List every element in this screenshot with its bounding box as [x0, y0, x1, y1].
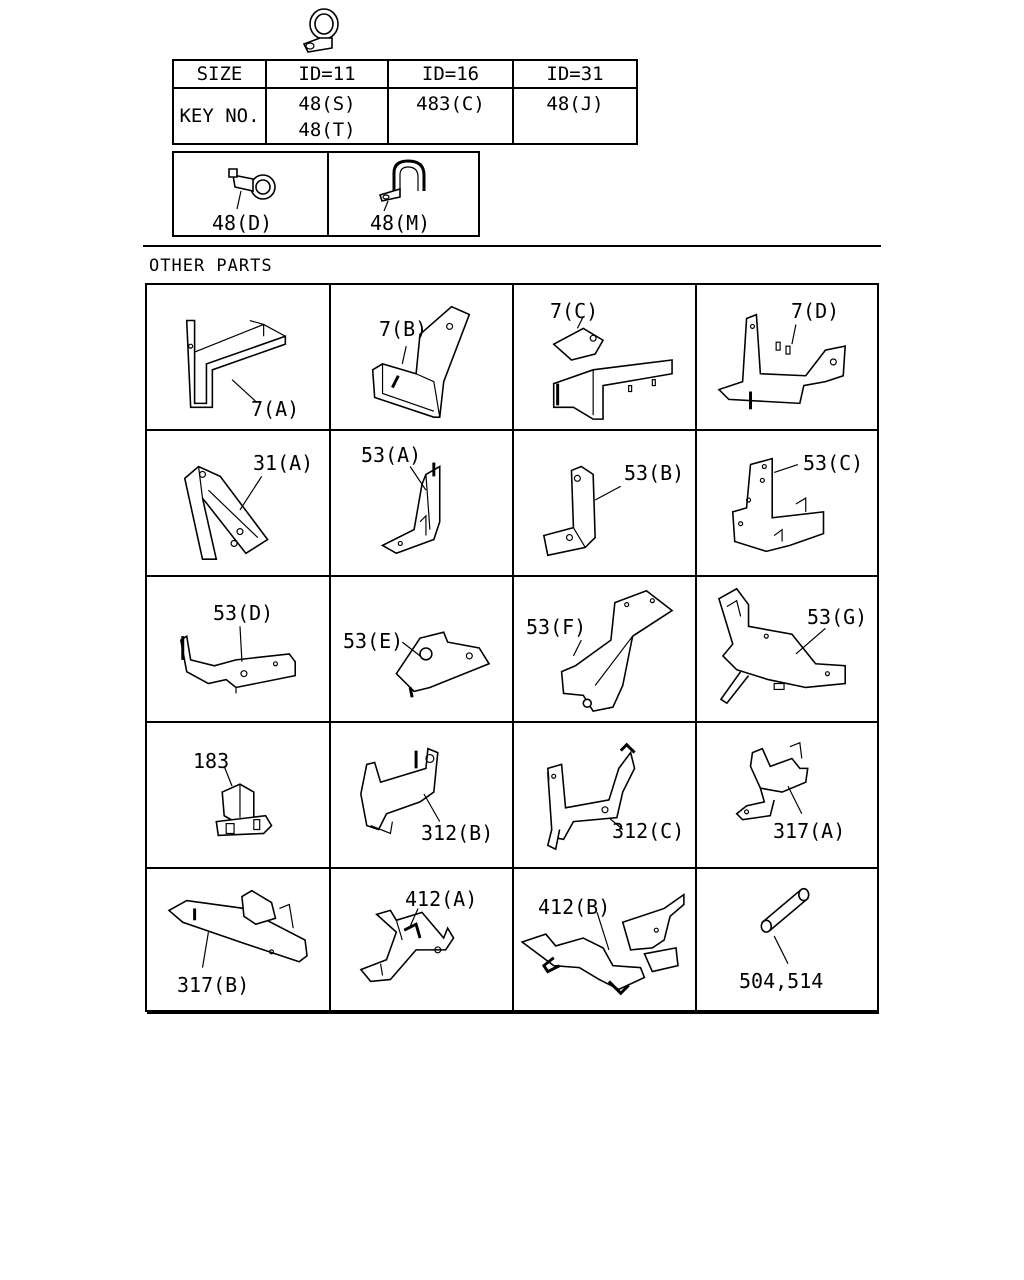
- id31-header: ID=31: [512, 59, 638, 89]
- part-label-412b: 412(B): [538, 895, 611, 919]
- clip-box-divider: [327, 153, 329, 235]
- part-cell-53f: 53(F): [514, 577, 697, 723]
- section-title: OTHER PARTS: [149, 256, 273, 276]
- bracket-53f-icon: [560, 589, 674, 713]
- other-parts-grid: 7(A) 7(B) 7(C): [145, 283, 879, 1014]
- part-label-412a: 412(A): [405, 887, 478, 911]
- clamp-icon: [302, 8, 339, 53]
- bracket-53e-icon: [395, 631, 491, 698]
- part-cell-7a: 7(A): [147, 285, 331, 431]
- clamp-size-table: SIZE ID=11 ID=16 ID=31 KEY NO. 48(S) 48(…: [172, 59, 638, 145]
- bracket-317a-icon: [735, 741, 809, 821]
- key-48t: 48(T): [298, 119, 356, 141]
- part-label-7b: 7(B): [379, 317, 428, 341]
- part-cell-53e: 53(E): [331, 577, 514, 723]
- bracket-312c-icon: [546, 742, 636, 851]
- clip-d-icon: [228, 168, 276, 210]
- bracket-53b-icon: [542, 465, 622, 557]
- part-label-53b: 53(B): [624, 461, 685, 485]
- part-label-53f: 53(F): [526, 615, 587, 639]
- part-cell-312c: 312(C): [514, 723, 697, 869]
- part-cell-53c: 53(C): [697, 431, 879, 577]
- pipe-504-514-icon: [760, 887, 810, 964]
- clip-m-icon: [378, 159, 426, 212]
- bracket-412b-icon: [520, 893, 685, 996]
- bracket-7d-icon: [717, 313, 847, 410]
- part-cell-53b: 53(B): [514, 431, 697, 577]
- clip-box: 48(D) 48(M): [172, 151, 480, 237]
- bracket-31a-icon: [183, 465, 269, 561]
- id11-header: ID=11: [265, 59, 389, 89]
- part-label-7a: 7(A): [251, 397, 300, 421]
- clip-183-icon: [215, 766, 273, 837]
- part-cell-312b: 312(B): [331, 723, 514, 869]
- bracket-53c-icon: [731, 457, 825, 553]
- bracket-312b-icon: [360, 747, 441, 835]
- part-label-53a: 53(A): [361, 443, 422, 467]
- bracket-53g-icon: [718, 587, 846, 705]
- bracket-7a-icon: [185, 319, 287, 409]
- id16-header: ID=16: [387, 59, 514, 89]
- id11-cell: 48(S) 48(T): [265, 87, 389, 145]
- part-label-53d: 53(D): [213, 601, 274, 625]
- part-cell-53a: 53(A): [331, 431, 514, 577]
- key-483c: 483(C): [416, 93, 485, 115]
- part-cell-53g: 53(G): [697, 577, 879, 723]
- id16-cell: 483(C): [387, 87, 514, 145]
- part-label-317b: 317(B): [177, 973, 250, 997]
- key-no-label: KEY NO.: [172, 87, 267, 145]
- bracket-53d-icon: [179, 626, 296, 694]
- clip-d-label: 48(D): [212, 211, 273, 235]
- part-cell-183: 183: [147, 723, 331, 869]
- part-cell-412a: 412(A): [331, 869, 514, 1014]
- bracket-7b-icon: [371, 305, 471, 418]
- part-label-7d: 7(D): [791, 299, 840, 323]
- section-divider: [143, 245, 881, 247]
- part-label-317a: 317(A): [773, 819, 846, 843]
- part-label-312b: 312(B): [421, 821, 494, 845]
- key-48s: 48(S): [298, 93, 356, 115]
- part-label-183: 183: [193, 749, 230, 773]
- part-label-504-514: 504,514: [739, 969, 824, 993]
- size-header: SIZE: [172, 59, 267, 89]
- id31-cell: 48(J): [512, 87, 638, 145]
- part-cell-504-514: 504,514: [697, 869, 879, 1014]
- bracket-7c-icon: [552, 316, 673, 420]
- part-cell-31a: 31(A): [147, 431, 331, 577]
- part-label-7c: 7(C): [550, 299, 599, 323]
- part-cell-7d: 7(D): [697, 285, 879, 431]
- part-label-53c: 53(C): [803, 451, 864, 475]
- bracket-317b-icon: [167, 889, 308, 968]
- part-cell-412b: 412(B): [514, 869, 697, 1014]
- bracket-412a-icon: [359, 908, 455, 983]
- part-label-53g: 53(G): [807, 605, 868, 629]
- part-cell-7c: 7(C): [514, 285, 697, 431]
- part-label-53e: 53(E): [343, 629, 404, 653]
- key-48j: 48(J): [546, 93, 604, 115]
- part-label-312c: 312(C): [612, 819, 685, 843]
- part-cell-317a: 317(A): [697, 723, 879, 869]
- part-cell-7b: 7(B): [331, 285, 514, 431]
- part-cell-317b: 317(B): [147, 869, 331, 1014]
- part-cell-53d: 53(D): [147, 577, 331, 723]
- part-label-31a: 31(A): [253, 451, 314, 475]
- bracket-53a-icon: [380, 462, 441, 555]
- clip-m-label: 48(M): [370, 211, 431, 235]
